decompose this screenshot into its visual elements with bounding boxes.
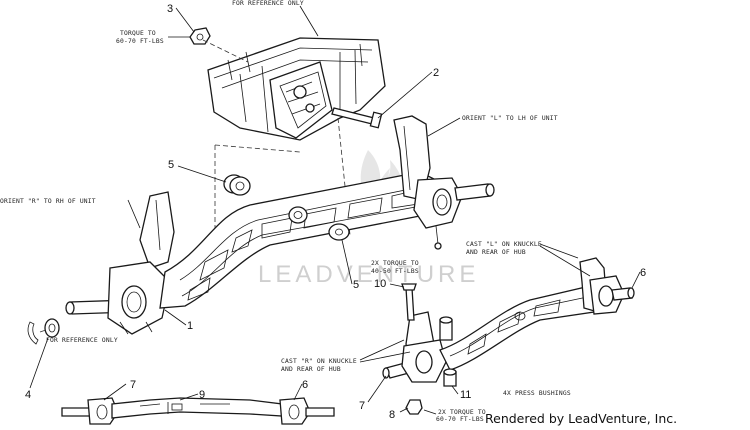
washer-and-hairpin [27, 318, 60, 345]
note-torque-bolt-line1: 2X TORQUE TO [371, 260, 419, 267]
note-cast-l-line2: AND REAR OF HUB [466, 249, 526, 256]
note-torque-nut-line1: TORQUE TO [120, 30, 156, 37]
callout-1: 1 [187, 320, 193, 332]
knuckle-assembly-rear [382, 257, 635, 415]
thrust-washers [223, 174, 350, 241]
axle-reference-view [61, 397, 335, 425]
callout-6-right: 6 [640, 267, 646, 279]
axle-mount-bracket [207, 37, 386, 141]
callout-5-upper: 5 [168, 159, 174, 171]
note-torque-nut-line2: 60-70 FT-LBS [116, 38, 164, 45]
watermark-text: LEADVENTURE [258, 261, 479, 288]
callout-7-lower: 7 [359, 400, 365, 412]
note-torque-bolt-line2: 40-50 FT-LBS [371, 268, 419, 275]
callout-11: 11 [460, 389, 471, 401]
callout-10: 10 [374, 278, 386, 290]
callout-4: 4 [25, 389, 31, 401]
callout-8: 8 [389, 409, 395, 421]
pivot-bolt [331, 107, 383, 129]
callout-7-bottom: 7 [130, 379, 136, 391]
note-torque-nut2-line1: 2X TORQUE TO [438, 409, 486, 416]
callout-3: 3 [167, 3, 173, 15]
callout-5-lower: 5 [353, 279, 359, 291]
note-torque-nut2-line2: 60-70 FT-LBS [436, 416, 484, 423]
note-cast-r-line2: AND REAR OF HUB [281, 366, 341, 373]
note-reference-top: FOR REFERENCE ONLY [232, 0, 304, 7]
note-orient-l: ORIENT "L" TO LH OF UNIT [462, 115, 558, 122]
credit-text: Rendered by LeadVenture, Inc. [485, 411, 678, 426]
note-reference-bottom: FOR REFERENCE ONLY [46, 337, 118, 344]
note-press-bushings: 4X PRESS BUSHINGS [503, 390, 571, 397]
note-cast-l-line1: CAST "L" ON KNUCKLE [466, 241, 542, 248]
note-orient-r: ORIENT "R" TO RH OF UNIT [0, 198, 96, 205]
callout-6-bottom: 6 [302, 379, 308, 391]
callout-9: 9 [199, 389, 205, 401]
callout-2: 2 [433, 67, 439, 79]
note-cast-r-line1: CAST "R" ON KNUCKLE [281, 358, 357, 365]
front-axle [65, 115, 495, 335]
